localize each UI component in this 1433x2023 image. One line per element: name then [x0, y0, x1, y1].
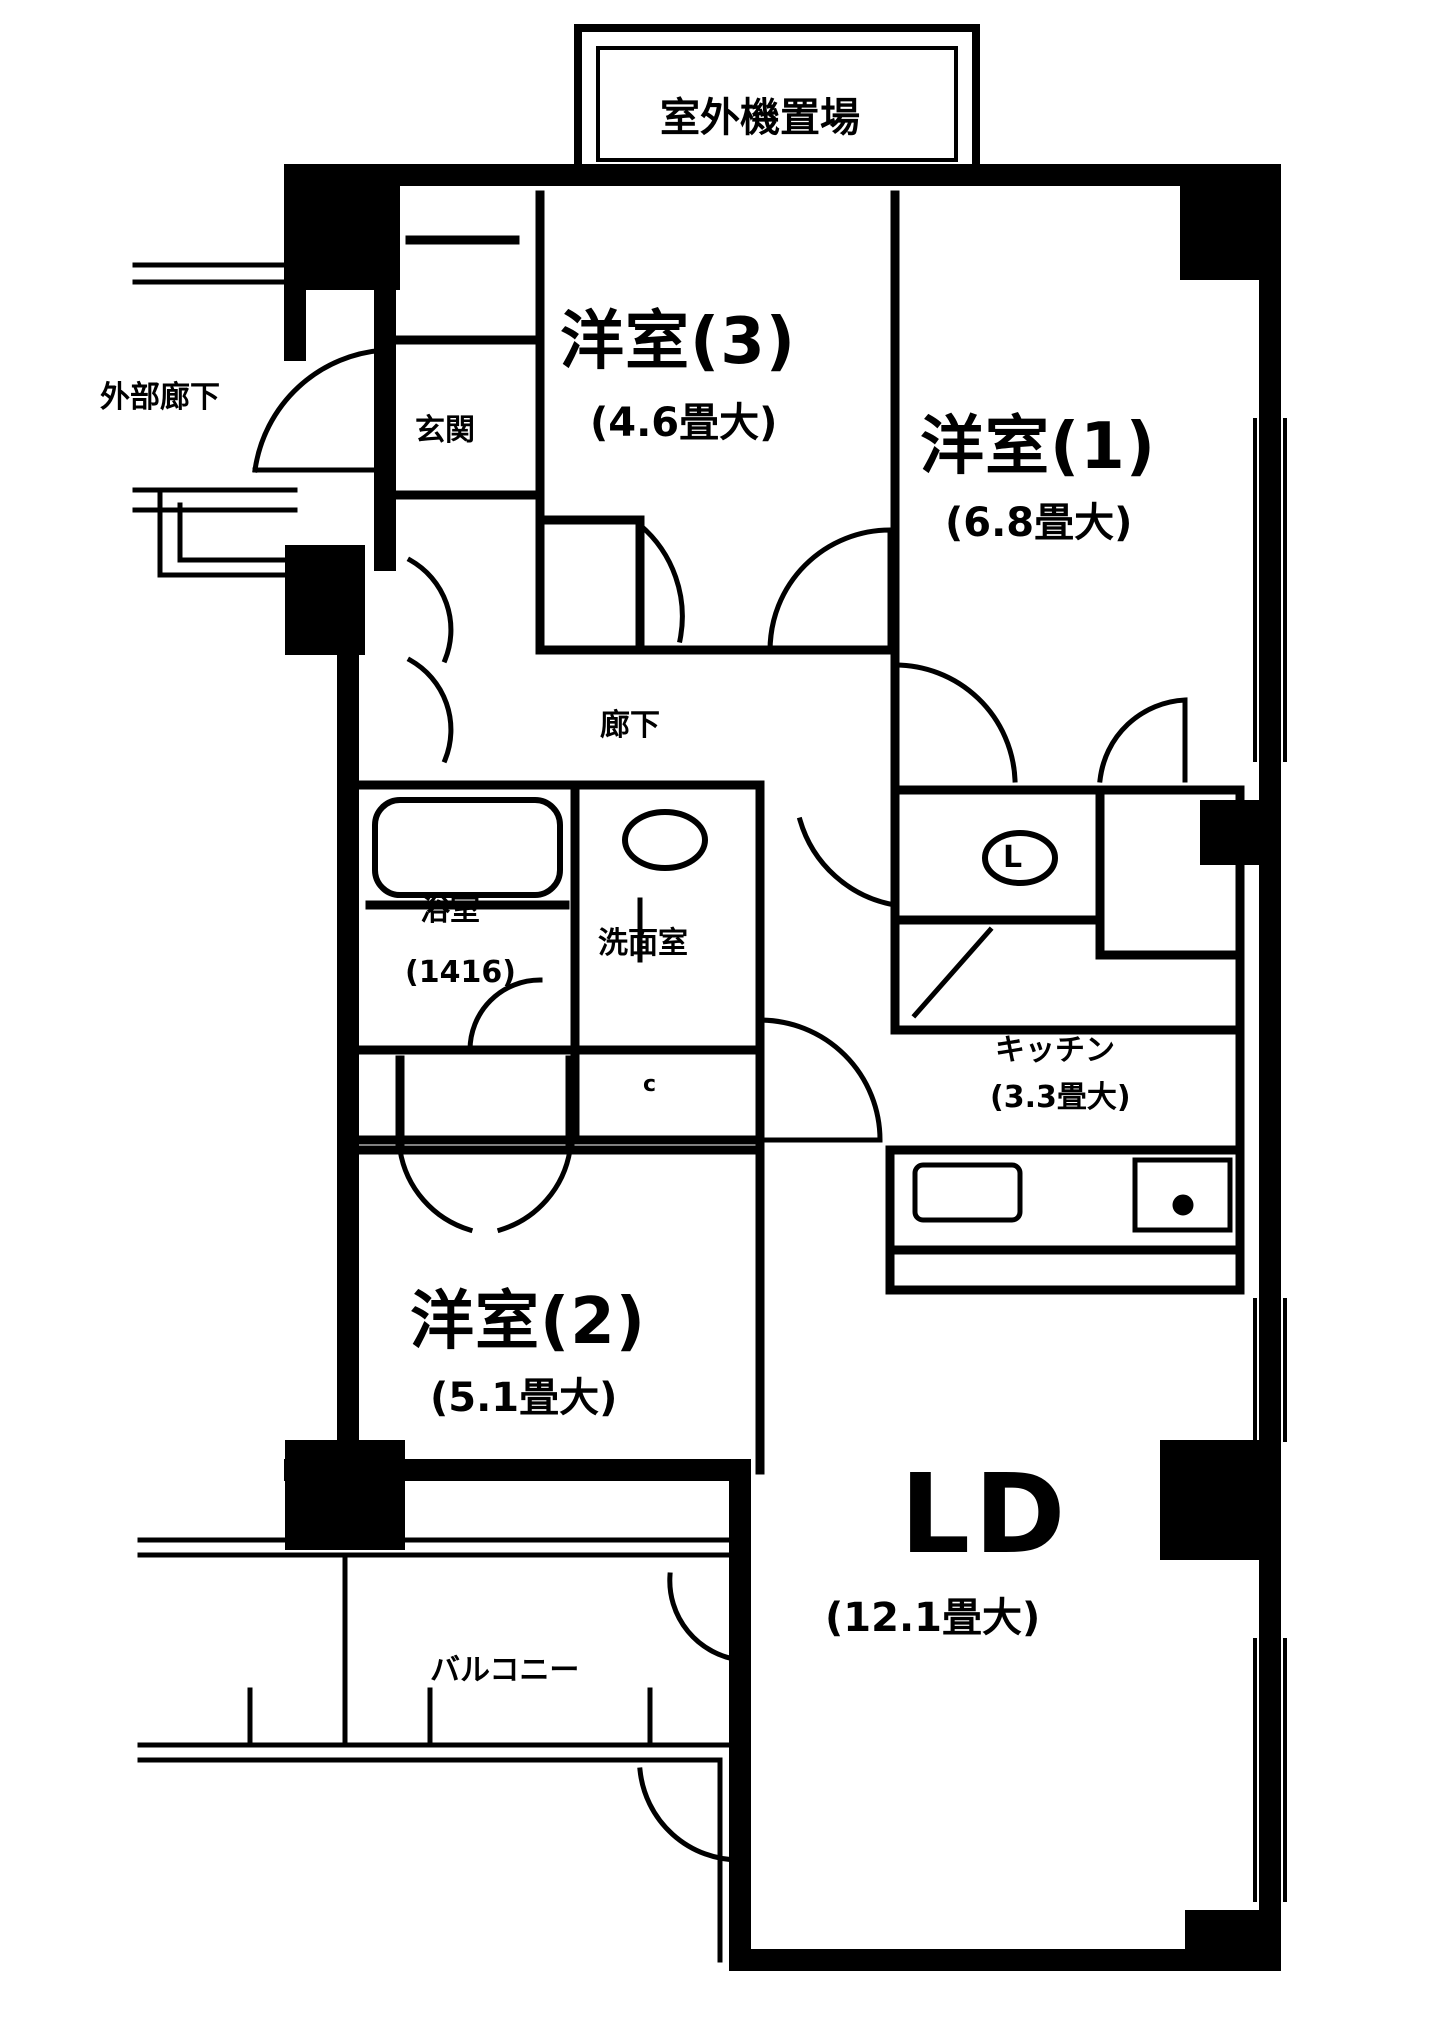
corridor-railing [132, 262, 298, 578]
bath-name: 浴室 [420, 893, 480, 928]
kitchen-sink [912, 1162, 1023, 1223]
interior-walls [355, 190, 1245, 1475]
outdoor-unit-label: 室外機置場 [660, 95, 860, 141]
kitchen-name: キッチン [995, 1033, 1115, 1068]
western-room-2-name: 洋室(2) [410, 1285, 647, 1359]
ld-name: LD [900, 1450, 1070, 1578]
toilet [982, 830, 1058, 886]
bath-size: (1416) [405, 955, 516, 990]
outer-corridor-label: 外部廊下 [100, 380, 220, 415]
entrance-label: 玄関 [415, 413, 475, 448]
wash-basin [622, 809, 708, 871]
western-room-2-size: (5.1畳大) [430, 1375, 618, 1421]
hallway-label: 廊下 [600, 708, 660, 743]
structural-columns [285, 170, 1275, 1965]
western-room-3-name: 洋室(3) [560, 305, 797, 379]
stove [1132, 1157, 1233, 1233]
balcony-outline [137, 1537, 743, 1963]
toilet-mark: L [1003, 840, 1023, 875]
entrance-door [252, 347, 388, 473]
closet-mark: c [643, 1072, 657, 1097]
ld-size: (12.1畳大) [825, 1595, 1041, 1641]
western-room-1-name: 洋室(1) [920, 410, 1157, 484]
door-swings [397, 521, 1188, 1863]
kitchen-size: (3.3畳大) [990, 1080, 1131, 1115]
balcony-label: バルコニー [430, 1653, 580, 1688]
windows [1253, 418, 1287, 1902]
washroom-label: 洗面室 [598, 926, 688, 961]
bathtub [372, 797, 563, 898]
western-room-1-size: (6.8畳大) [945, 500, 1133, 546]
western-room-3-size: (4.6畳大) [590, 400, 778, 446]
